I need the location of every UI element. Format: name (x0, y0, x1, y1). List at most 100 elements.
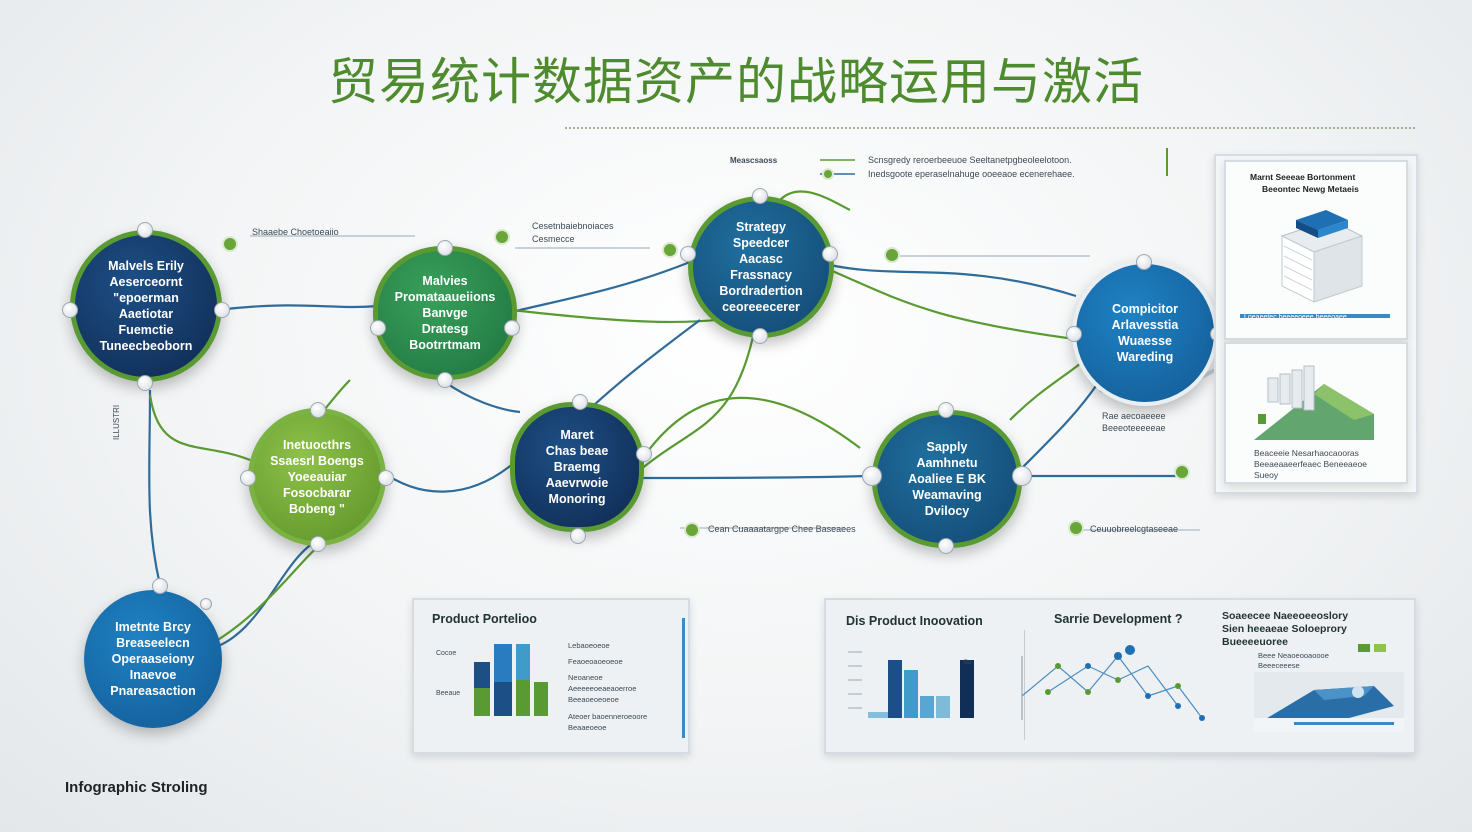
node-line: Ssaesrl Boengs (270, 454, 364, 468)
node-market-promotion[interactable]: Malvies Promataaueiions Banvge Dratesg B… (373, 246, 517, 380)
secondary-line-2: Beeeceeese (1258, 661, 1300, 670)
node-line: Inetuocthrs (282, 438, 352, 452)
callout-dot (684, 522, 700, 538)
node-strategy[interactable]: Strategy Speedcer Aacasc Frassnacy Bordr… (688, 196, 834, 338)
panel-accent-bar (682, 618, 685, 738)
node-line: Bootrrtmam (409, 338, 481, 352)
right-panel-top-card: Marnt Seeeae Bortonment Beeontec Newg Me… (1224, 160, 1408, 340)
node-line: Strategy (735, 220, 787, 234)
node-line: Aamhnetu (916, 456, 978, 470)
node-line: Yoeeauiar (287, 470, 347, 484)
node-line: Breaseelecn (116, 636, 190, 650)
callout-dot (884, 247, 900, 263)
node-line: Dvilocy (924, 504, 970, 518)
callout-2a: Cesetnbaiebnoiaces (532, 221, 614, 231)
link-n6-n7 (639, 474, 869, 480)
node-line: Fosocbarar (282, 486, 352, 500)
node-market-entry[interactable]: Malvels Erily Aeserceornt "epoerman Aaet… (70, 230, 222, 382)
connector-knob (310, 536, 326, 552)
node-line: Compicitor (1112, 302, 1178, 316)
callout-5a: Rae aecoaeeee (1102, 411, 1166, 421)
connector-knob (437, 372, 453, 388)
legend-item: Beeaoeoeoeoe (568, 695, 619, 704)
node-line: Wuaesse (1118, 334, 1172, 348)
node-line: Aaetiotar (118, 307, 174, 321)
top-callout-line1: Scnsgredy reroerbeeuoe Seeltanetpgbeolee… (868, 155, 1072, 165)
right-bottom-caption-3: Sueoy (1254, 470, 1279, 480)
legend-item: Aeeeeeoeaeaoerroe (568, 684, 637, 693)
connector-knob (752, 188, 768, 204)
innovation-bar-label: Bo (964, 660, 972, 666)
node-line: Aeserceornt (109, 275, 183, 289)
node-line: Fuemctie (118, 323, 174, 337)
node-line: Tuneecbeoborn (99, 339, 193, 353)
connector-knob (570, 528, 586, 544)
top-callout-dot (822, 168, 834, 180)
node-line: Sapply (926, 440, 968, 454)
footer-caption: Infographic Stroling (65, 779, 208, 796)
node-line: Braemg (553, 460, 601, 474)
top-callout-line2: Inedsgoote eperaselnahuge ooeeaoe ecener… (868, 169, 1075, 179)
legend-item: Beaaeoeoe (568, 723, 607, 732)
connector-knob (1136, 254, 1152, 270)
connector-knob (862, 466, 882, 486)
secondary-image (1254, 672, 1404, 732)
portfolio-side-label-1: Cocoe (436, 650, 457, 657)
node-line: Frassnacy (730, 268, 792, 282)
node-industry-operation[interactable]: Imetnte Brcy Breaseelecn Operaaseiony In… (84, 590, 222, 728)
innovation-title: Dis Product Inoovation (846, 614, 983, 628)
connector-knob (437, 240, 453, 256)
right-bottom-caption-1: Beaceeie Nesarhaocaooras (1254, 448, 1359, 458)
node-line: Inaevoe (129, 668, 177, 682)
callout-2b: Cesmecce (532, 234, 575, 244)
innovation-bar-chart (848, 651, 974, 718)
node-line: Imetnte Brcy (115, 620, 191, 634)
connector-knob (572, 394, 588, 410)
node-line: Pnareasaction (110, 684, 196, 698)
node-industry-signals[interactable]: Inetuocthrs Ssaesrl Boengs Yoeeauiar Fos… (248, 408, 386, 546)
connector-knob (1066, 326, 1082, 342)
link-n1-n8 (148, 389, 162, 586)
secondary-title-block: Soaeecee Naeeoeeoslory Sien heeaeae Solo… (1222, 610, 1348, 649)
node-line: Aaevrwoie (545, 476, 609, 490)
legend-item: Lebaoeoeoe (568, 641, 610, 650)
node-line: Speedcer (732, 236, 790, 250)
node-line: Malvels Erily (108, 259, 184, 273)
node-line: Aacasc (739, 252, 783, 266)
right-panel-bottom-card: Beaceeie Nesarhaocaooras Beeaeaaeerfeaec… (1224, 342, 1408, 484)
connector-knob (1012, 466, 1032, 486)
connector-knob (214, 302, 230, 318)
product-portfolio-title: Product Portelioo (432, 612, 537, 626)
node-line: Promataaueiions (394, 290, 496, 304)
right-top-bar (1240, 314, 1390, 318)
node-competitor-warning[interactable]: Compicitor Arlavesstia Wuaesse Wareding (1072, 260, 1218, 406)
legend-item: Neoaneoe (568, 673, 603, 682)
node-line: Malvies (422, 274, 468, 288)
secondary-title-2: Sien heeaeae Soloeprory (1222, 623, 1347, 635)
node-line: Aoaliee E BK (908, 472, 986, 486)
growth-chart-icon (1254, 365, 1374, 440)
document-stack-icon (1280, 210, 1364, 303)
panel-divider (1024, 630, 1025, 740)
node-supply-warning[interactable]: Sapply Aamhnetu Aoaliee E BK Weamaving D… (872, 410, 1022, 548)
page-title: 贸易统计数据资产的战略运用与激活 (328, 53, 1144, 111)
connector-knob (137, 375, 153, 391)
link-n6-n7b (644, 396, 861, 456)
node-market-change-monitoring[interactable]: Maret Chas beae Braemg Aaevrwoie Monorin… (510, 402, 644, 532)
connector-knob (822, 246, 838, 262)
side-label: ILLUSTRI (112, 404, 121, 440)
connector-knob (370, 320, 386, 336)
secondary-tag (1358, 644, 1370, 652)
link-n2-n6 (444, 381, 521, 414)
connector-knob (152, 578, 168, 594)
callout-dot (662, 242, 678, 258)
right-top-title-1: Marnt Seeeae Bortonment (1250, 172, 1356, 182)
callout-3: Cean Cuaaaatargpe Chee Baseaees (708, 524, 856, 534)
top-callout-marker (1166, 148, 1168, 176)
connector-knob (938, 402, 954, 418)
connector-knob (938, 538, 954, 554)
callout-4: Ceuuobreelcgtaseeae (1090, 524, 1179, 534)
callout-1: Shaaebe Choetoeaiio (252, 227, 339, 237)
connector-knob (62, 302, 78, 318)
right-bottom-caption-2: Beeaeaaeerfeaec Beneeaeoe (1254, 459, 1367, 469)
